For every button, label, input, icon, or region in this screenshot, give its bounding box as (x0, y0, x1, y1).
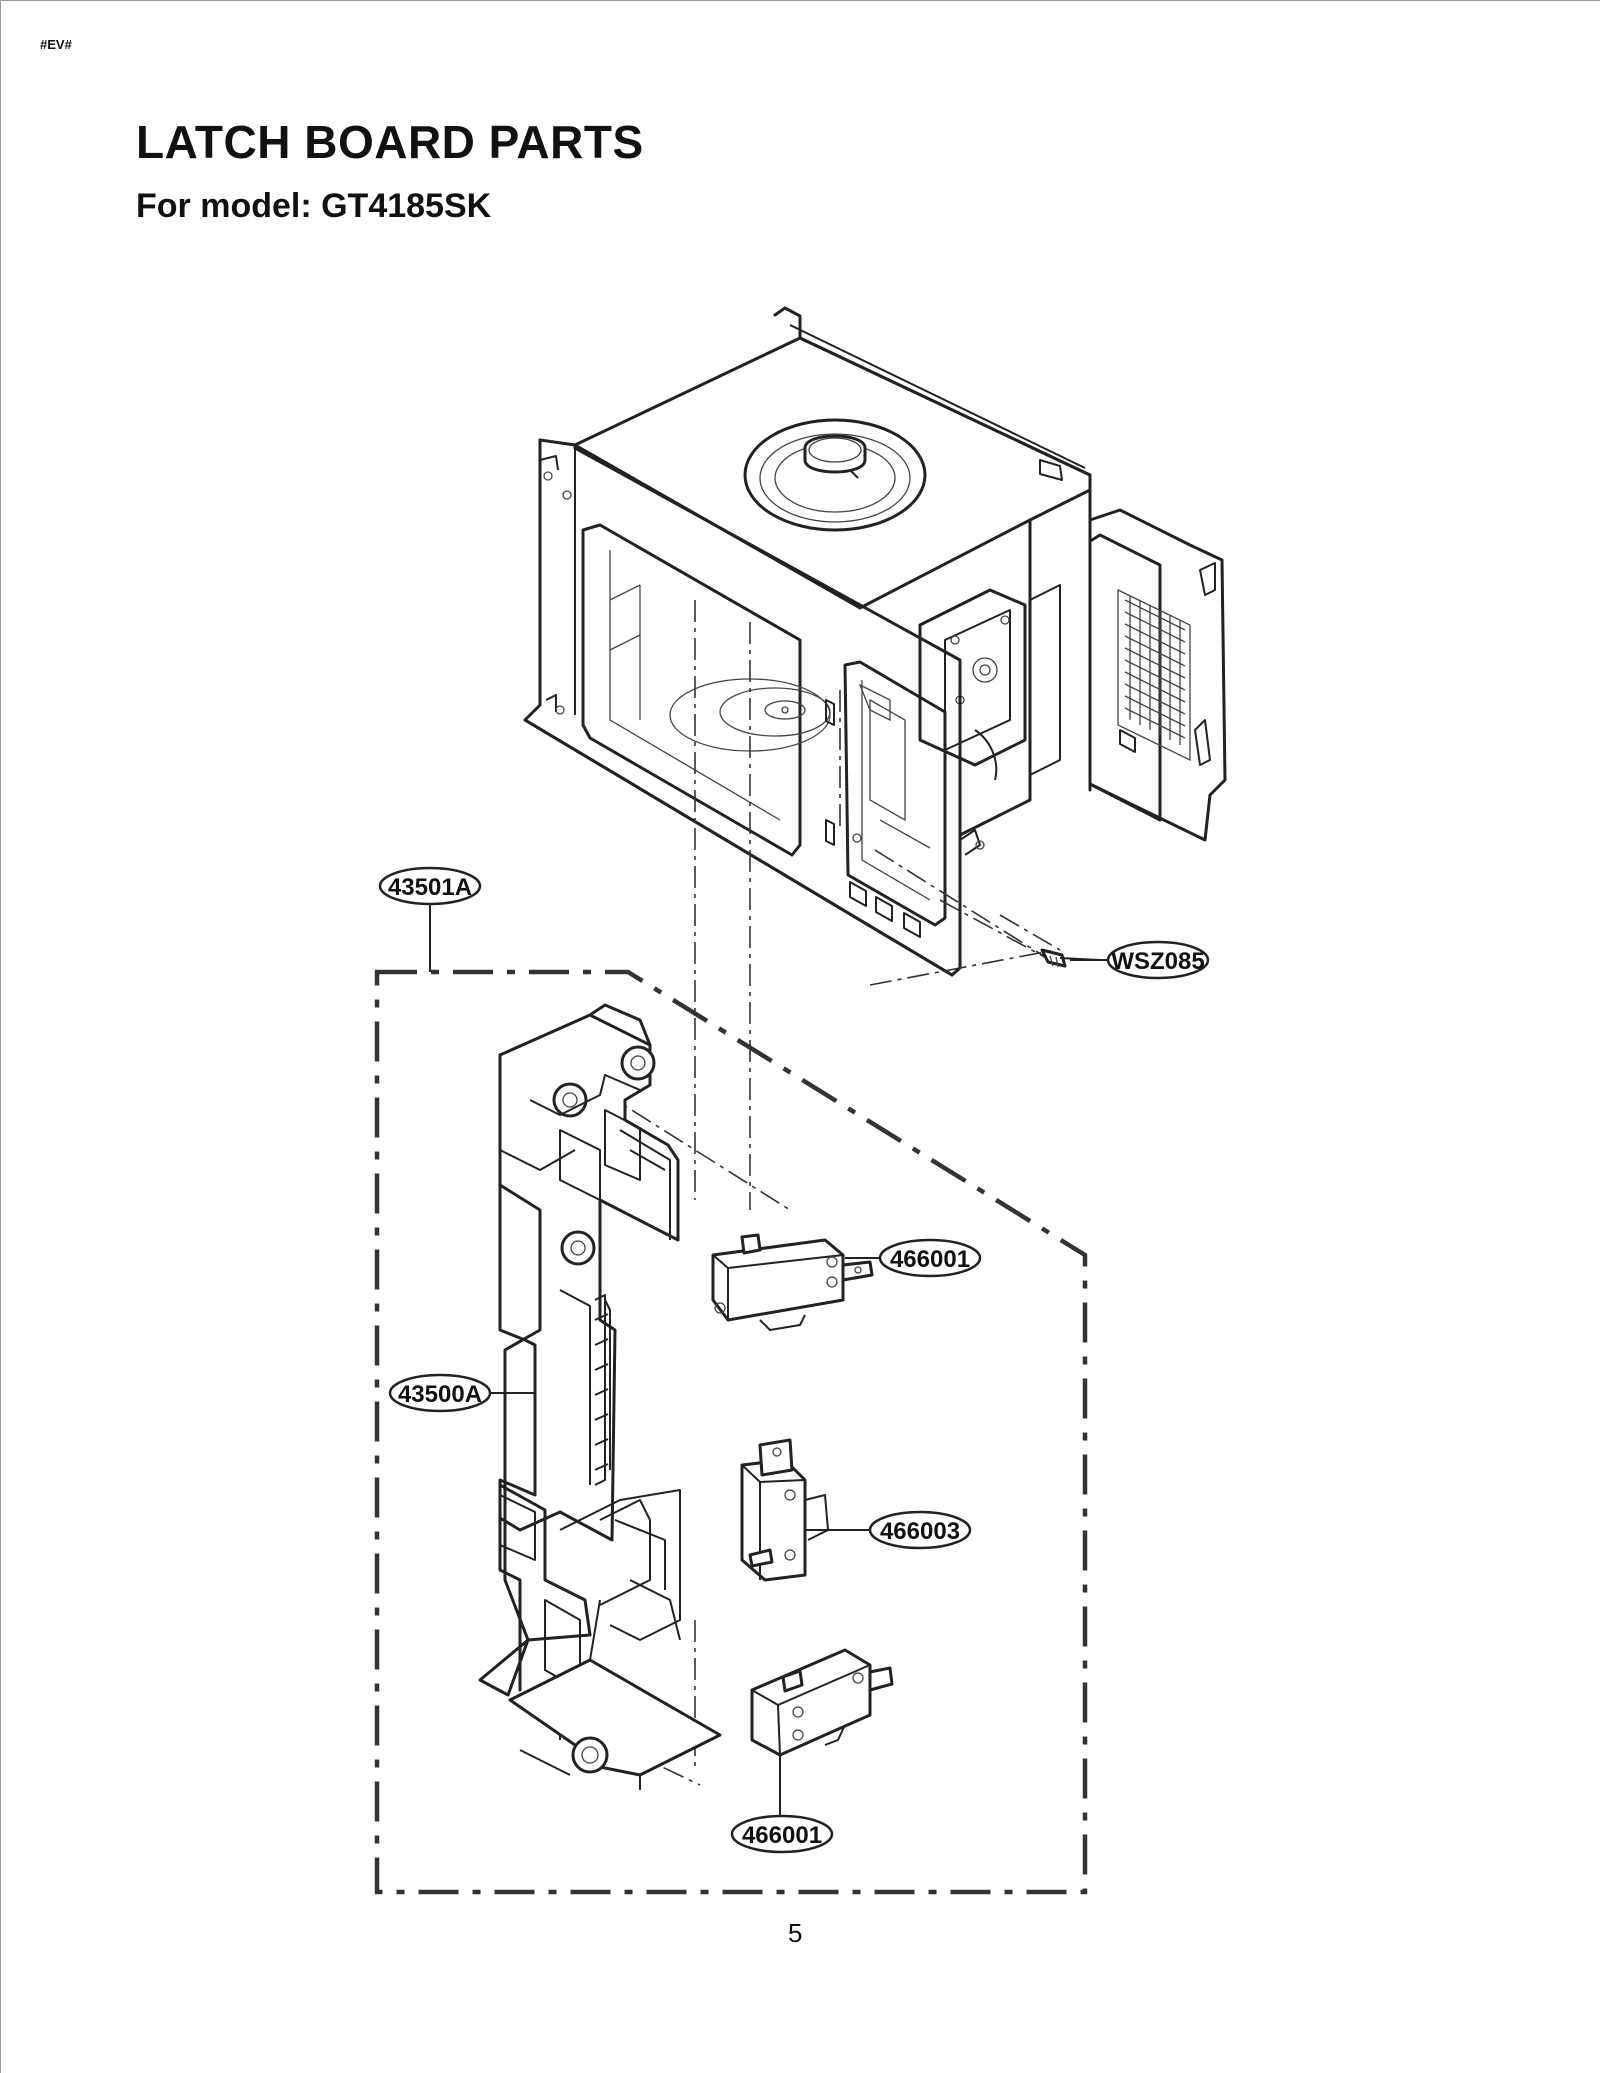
vent-grille (1124, 596, 1186, 745)
callout-43501A-label: 43501A (388, 874, 472, 901)
callout-466001-bottom[interactable]: 466001 (730, 1814, 834, 1854)
page-border-left (0, 0, 1, 2073)
callout-466003[interactable]: 466003 (868, 1510, 972, 1550)
switch-466003 (740, 1438, 829, 1582)
callout-WSZ085[interactable]: WSZ085 (1106, 940, 1210, 980)
page-number: 5 (788, 1918, 803, 1948)
latch-board-illustration (478, 1003, 722, 1790)
model-subtitle: For model: GT4185SK (136, 187, 492, 225)
switch-466001-top (711, 1233, 874, 1331)
page-border-top (0, 0, 1600, 1)
callout-WSZ085-label: WSZ085 (1111, 948, 1204, 975)
kit-boundary (374, 969, 1088, 1895)
document-code: #EV# (40, 37, 72, 52)
callout-466001-bottom-label: 466001 (742, 1822, 822, 1849)
callout-43500A[interactable]: 43500A (388, 1373, 492, 1413)
callout-466001-top-label: 466001 (890, 1246, 970, 1273)
page-title: LATCH BOARD PARTS (136, 116, 644, 168)
switch-466001-bottom (750, 1648, 894, 1757)
microwave-cavity-illustration (523, 306, 1227, 977)
callout-466001-top[interactable]: 466001 (878, 1238, 982, 1278)
callout-466003-label: 466003 (880, 1518, 960, 1545)
screw-wsz085 (1040, 948, 1108, 968)
callout-43501A[interactable]: 43501A (378, 866, 482, 906)
callout-43500A-label: 43500A (398, 1381, 482, 1408)
